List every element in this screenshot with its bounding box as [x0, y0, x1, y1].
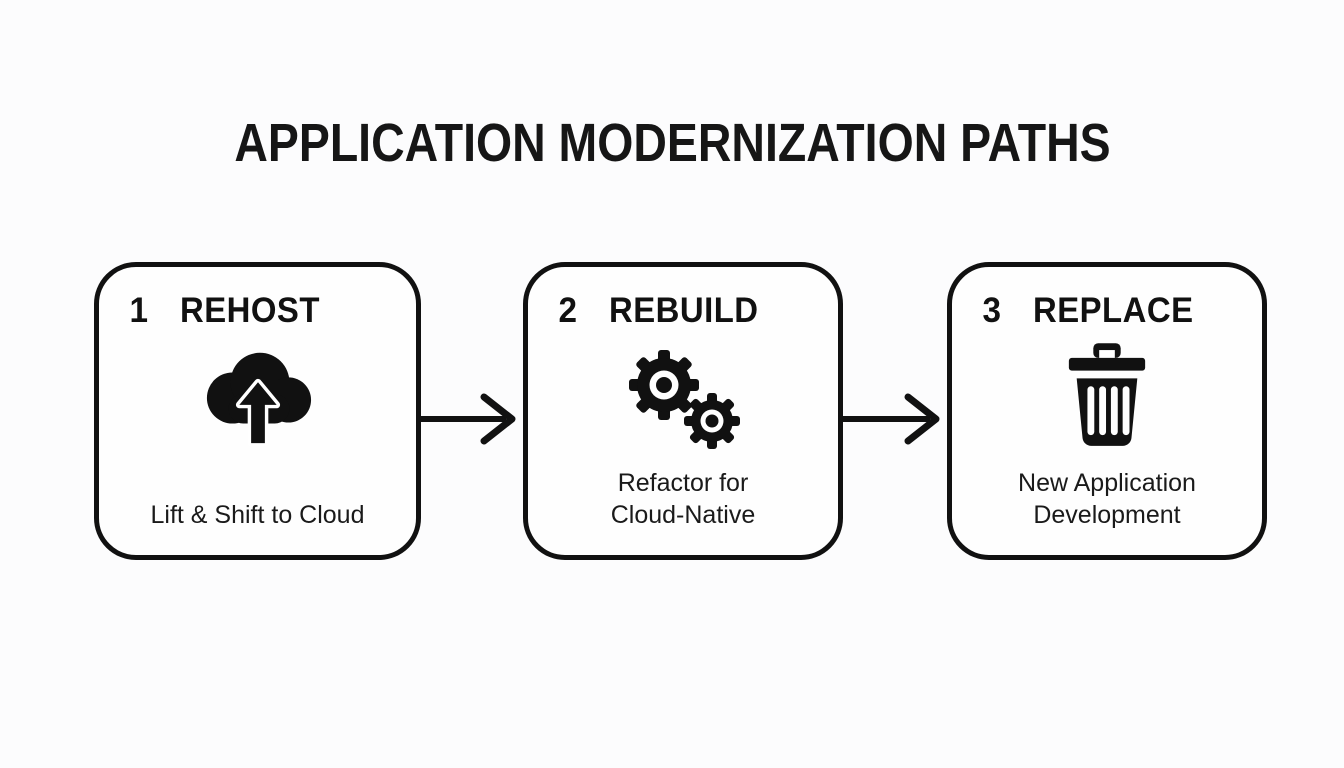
- step-caption: Lift & Shift to Cloud: [150, 501, 365, 529]
- step-number: 1: [129, 291, 148, 330]
- step-caption: Refactor for Cloud-Native: [610, 469, 756, 529]
- page-title-text: APPLICATION MODERNIZATION PATHS: [233, 113, 1111, 173]
- arrow-right-icon: [420, 391, 522, 447]
- step-label: REPLACE: [1033, 291, 1194, 330]
- arrow-right-icon: [842, 391, 946, 447]
- step-card-rehost: 1 REHOST Lift & Shift to Cloud: [94, 262, 421, 560]
- step-header: 2 REBUILD: [528, 267, 838, 331]
- step-number: 2: [558, 291, 577, 330]
- step-card-rebuild: 2 REBUILD: [523, 262, 843, 560]
- step-icon-area: [952, 331, 1262, 461]
- step-card-replace: 3 REPLACE: [947, 262, 1267, 560]
- step-label: REBUILD: [609, 291, 759, 330]
- step-icon-area: [528, 331, 838, 461]
- step-icon-area: [99, 331, 416, 461]
- step-number: 3: [982, 291, 1001, 330]
- gears-icon: [622, 341, 744, 453]
- step-header: 3 REPLACE: [952, 267, 1262, 331]
- step-header: 1 REHOST: [99, 267, 416, 331]
- page-title: APPLICATION MODERNIZATION PATHS: [0, 112, 1344, 174]
- cloud-upload-icon: [195, 341, 321, 453]
- trash-icon: [1063, 343, 1151, 451]
- step-label: REHOST: [180, 291, 321, 330]
- step-caption: New Application Development: [1018, 469, 1196, 529]
